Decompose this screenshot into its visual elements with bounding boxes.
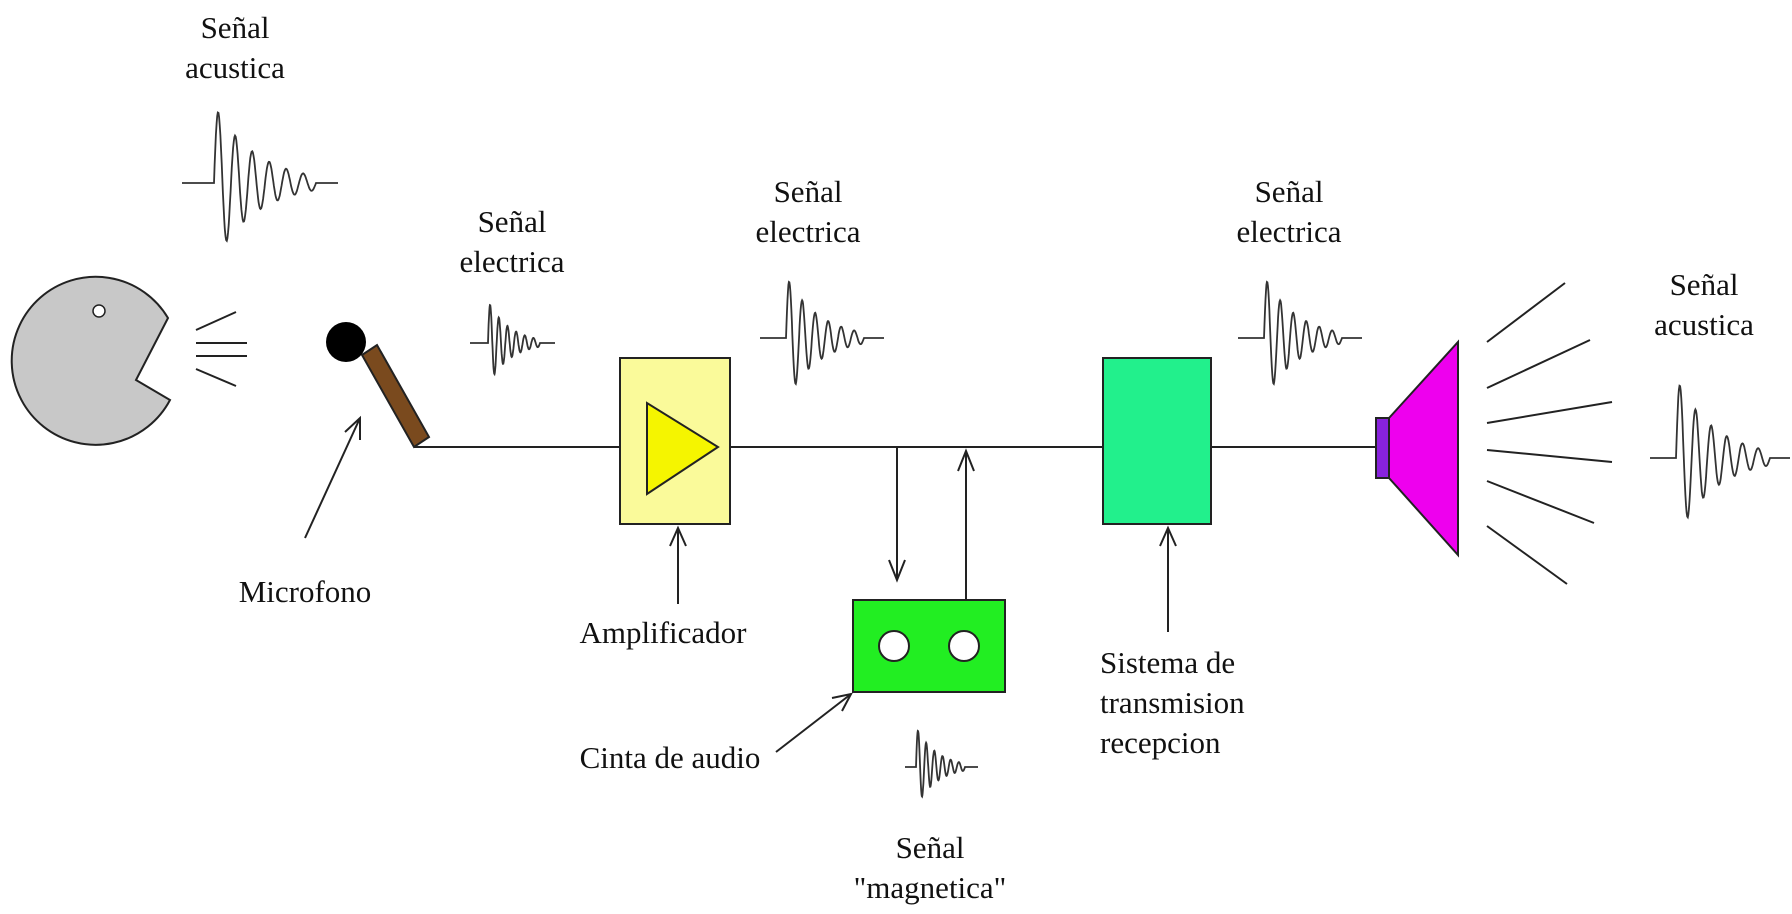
loudspeaker-icon xyxy=(1388,339,1459,558)
label-senal-electrica-3: Señal electrica xyxy=(1236,174,1342,249)
cassette-tape-icon xyxy=(852,599,1006,693)
tape-playback-arrow xyxy=(957,448,975,600)
microfono-pointer-arrow xyxy=(304,415,361,539)
amplificador-pointer-arrow xyxy=(669,525,687,604)
waveform-acustica-in xyxy=(182,111,338,243)
label-senal-magnetica: Señal "magnetica" xyxy=(853,830,1007,905)
label-microfono: Microfono xyxy=(238,574,372,609)
label-cinta-de-audio: Cinta de audio xyxy=(579,740,761,775)
wave-el-1-path xyxy=(470,303,555,377)
wave-ac-out-path xyxy=(1650,384,1790,520)
tape-reel-right xyxy=(948,630,980,662)
label-senal-acustica-out: Señal acustica xyxy=(1654,267,1754,342)
label-sistema: Sistema de transmision recepcion xyxy=(1100,645,1245,760)
label-senal-electrica-1: Señal electrica xyxy=(459,204,565,279)
label-amplificador: Amplificador xyxy=(579,615,747,650)
speaking-head-icon xyxy=(10,275,172,446)
label-senal-electrica-2: Señal electrica xyxy=(755,174,861,249)
waveform-acustica-out xyxy=(1650,384,1790,520)
head-eye xyxy=(92,304,106,318)
waveform-electrica-2 xyxy=(760,280,884,386)
tape-record-arrow xyxy=(888,447,906,583)
waveform-electrica-3 xyxy=(1238,280,1362,386)
transmission-system-box xyxy=(1102,357,1212,525)
speaker-sound-lines xyxy=(1486,282,1613,585)
waveform-magnetica xyxy=(905,729,978,799)
label-senal-acustica-in: Señal acustica xyxy=(185,10,285,85)
tape-reel-left xyxy=(878,630,910,662)
amplifier-triangle-icon xyxy=(646,401,720,496)
mouth-sound-lines xyxy=(195,311,247,387)
microphone-icon xyxy=(326,322,431,449)
waveform-electrica-1 xyxy=(470,303,555,377)
wave-ac-in-path xyxy=(182,111,338,243)
wave-mag-path xyxy=(905,729,978,799)
wave-el-3-path xyxy=(1238,280,1362,386)
sistema-pointer-arrow xyxy=(1159,525,1177,632)
wave-el-2-path xyxy=(760,280,884,386)
cinta-pointer-arrow xyxy=(775,692,853,753)
speaker-magnet xyxy=(1375,417,1390,479)
